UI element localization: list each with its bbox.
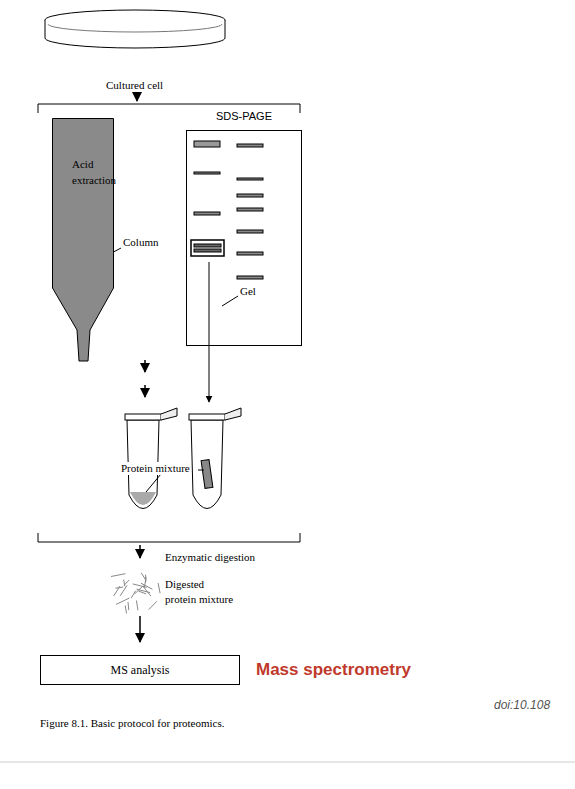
column-shape [53,119,114,362]
box-label: MS analysis [110,663,169,678]
flow-arrow [144,385,146,397]
step-label: Cultured cell [106,79,163,92]
process-box: MS analysis [40,655,240,685]
flow-arrow [209,262,210,402]
leader-line [146,474,161,492]
column: Acid extraction [52,118,114,362]
gel-heading: SDS-PAGE [187,110,301,122]
flow-arrow [139,616,141,642]
rule [0,762,575,763]
annotation: Mass spectrometry [256,660,411,680]
bracket [38,533,300,542]
flow-arrow [144,360,146,372]
gel-plate: SDS-PAGE [186,130,302,346]
flow-arrow [136,92,138,101]
tube [125,408,241,509]
step-label: Enzymatic digestion [165,551,255,564]
doi-note: doi:10.108 [494,698,550,712]
column-outline [52,118,114,362]
figure-caption: Figure 8.1. Basic protocol for proteomic… [40,717,225,730]
step-label: Digested protein mixture [165,577,235,607]
leader-line [198,470,204,471]
peptide-fragments [111,573,160,614]
flow-arrow [139,545,141,558]
part-label: Protein mixture [120,462,191,475]
leader-line [222,296,238,306]
node-label: Acid extraction [72,118,112,188]
gel-bands [191,141,263,279]
petri-dish [45,10,225,48]
part-label: Column [123,236,158,249]
part-label: Gel [240,285,256,298]
